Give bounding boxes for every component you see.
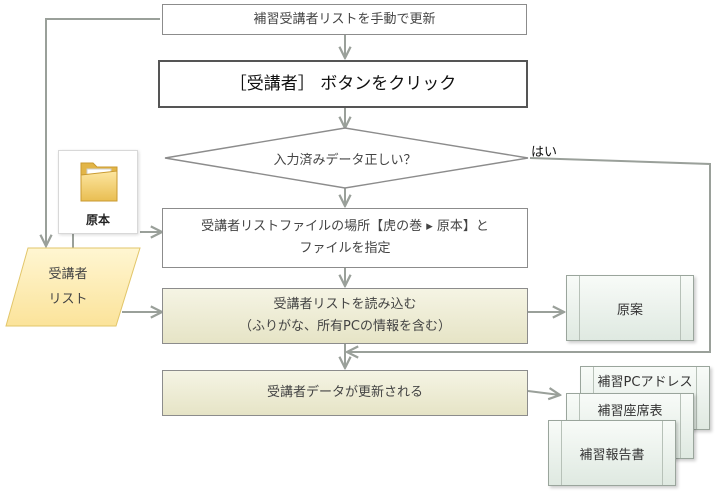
list-data-label: 受講者 リスト bbox=[14, 262, 122, 312]
decision-yes-label: はい bbox=[531, 145, 558, 160]
arrow-yes-branch bbox=[347, 157, 711, 352]
list-data-line2: リスト bbox=[48, 292, 88, 307]
doc-pc-address-label: 補習PCアドレス bbox=[597, 375, 693, 390]
step-read-list: 受講者リストを読み込む （ふりがな、所有PCの情報を含む） bbox=[162, 288, 528, 344]
doc-draft-label: 原案 bbox=[616, 302, 643, 318]
step-read-line2: （ふりがな、所有PCの情報を含む） bbox=[239, 319, 451, 334]
step-updated-label: 受講者データが更新される bbox=[266, 385, 423, 400]
arrow-updated-to-docs bbox=[527, 391, 560, 395]
step-data-updated: 受講者データが更新される bbox=[162, 370, 528, 416]
list-data-shape bbox=[5, 247, 141, 327]
folder-label: 原本 bbox=[85, 213, 110, 227]
decision-diamond bbox=[164, 127, 529, 189]
folder-card: 原本 bbox=[58, 150, 138, 234]
step-click-button-label: ［受講者］ ボタンをクリック bbox=[229, 74, 457, 94]
step-specify-line2: ファイルを指定 bbox=[299, 241, 391, 256]
step-update-manual: 補習受講者リストを手動で更新 bbox=[162, 4, 527, 35]
doc-draft: 原案 bbox=[566, 275, 694, 341]
step-update-manual-label: 補習受講者リストを手動で更新 bbox=[253, 11, 436, 27]
folder-icon bbox=[80, 162, 118, 202]
arrow-update-to-list bbox=[46, 18, 160, 246]
step-click-button: ［受講者］ ボタンをクリック bbox=[158, 60, 528, 108]
list-data-line1: 受講者 bbox=[48, 267, 88, 282]
doc-report: 補習報告書 bbox=[548, 420, 676, 486]
decision-label: 入力済みデータ正しい？ bbox=[273, 153, 417, 168]
step-specify-line1: 受講者リストファイルの場所【虎の巻 ▸ 原本】と bbox=[201, 219, 489, 234]
step-specify-file: 受講者リストファイルの場所【虎の巻 ▸ 原本】と ファイルを指定 bbox=[162, 208, 528, 268]
step-read-line1: 受講者リストを読み込む bbox=[273, 297, 417, 312]
doc-seating-label: 補習座席表 bbox=[597, 404, 663, 419]
doc-report-label: 補習報告書 bbox=[579, 447, 645, 463]
